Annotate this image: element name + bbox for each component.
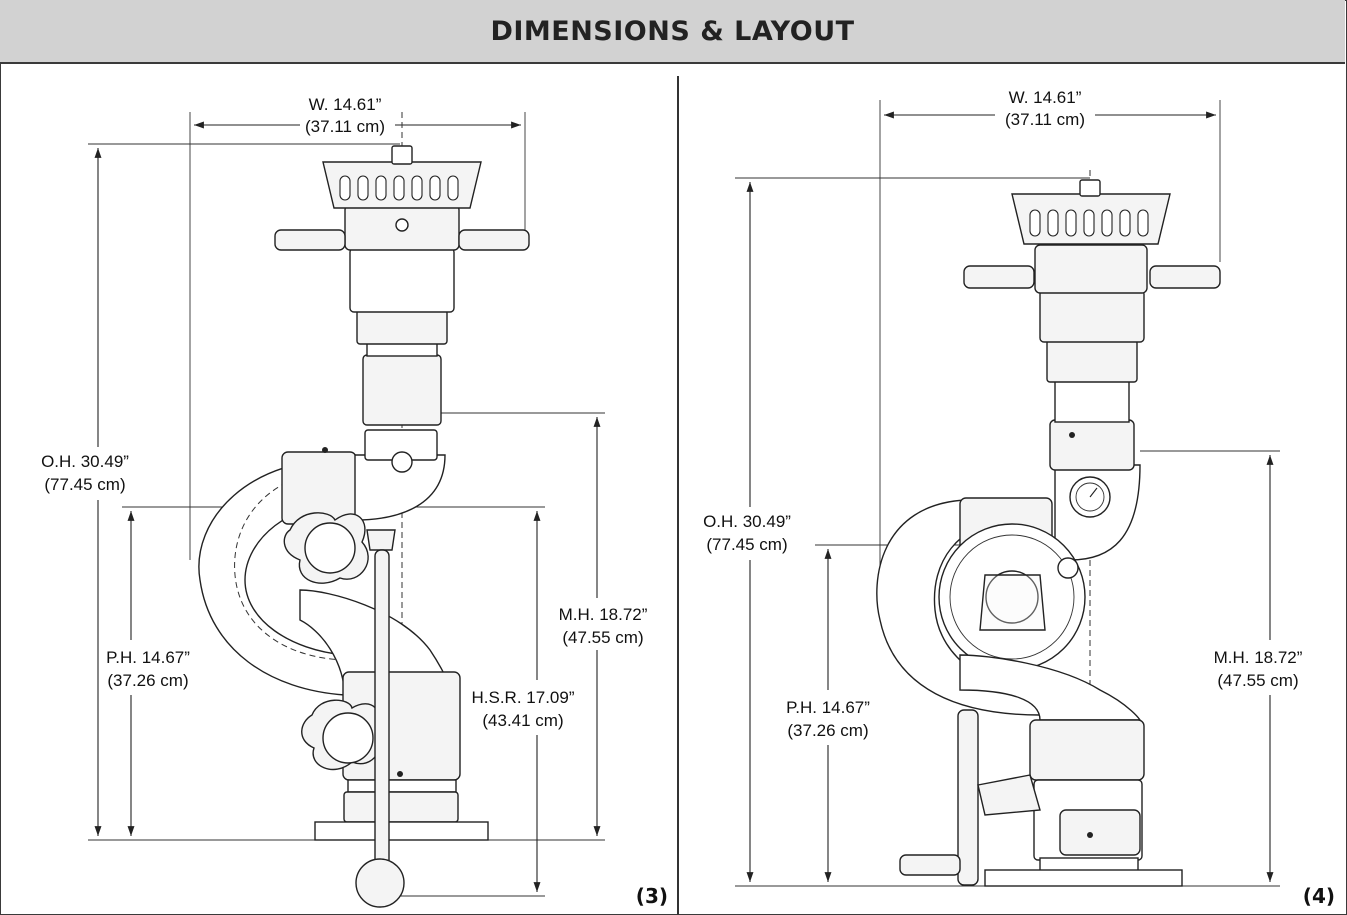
fig4-width-label: W. 14.61”	[1009, 88, 1082, 107]
figure-4-drawing	[735, 100, 1280, 887]
fig4-overall-height-metric: (77.45 cm)	[706, 535, 787, 554]
figure-3-label: (3)	[636, 884, 668, 908]
fig3-mount-height-label: M.H. 18.72”	[559, 605, 648, 624]
fig3-pivot-height-label: P.H. 14.67”	[106, 648, 190, 667]
fig3-width-label: W. 14.61”	[309, 95, 382, 114]
section-header: DIMENSIONS & LAYOUT	[0, 0, 1345, 64]
fig3-width-metric: (37.11 cm)	[305, 117, 385, 136]
fig3-mount-height-metric: (47.55 cm)	[562, 628, 643, 647]
fig4-pivot-height-metric: (37.26 cm)	[787, 721, 868, 740]
fig3-overall-height-label: O.H. 30.49”	[41, 452, 129, 471]
section-title: DIMENSIONS & LAYOUT	[490, 15, 855, 47]
figure-4-label: (4)	[1303, 884, 1335, 908]
fig3-overall-height-metric: (77.45 cm)	[44, 475, 125, 494]
fig3-hsr-label: H.S.R. 17.09”	[472, 688, 575, 707]
fig4-mount-height-metric: (47.55 cm)	[1217, 671, 1298, 690]
fig3-hsr-metric: (43.41 cm)	[482, 711, 563, 730]
fig3-pivot-height-metric: (37.26 cm)	[107, 671, 188, 690]
fig4-mount-height-label: M.H. 18.72”	[1214, 648, 1303, 667]
fig4-pivot-height-label: P.H. 14.67”	[786, 698, 870, 717]
fig4-overall-height-label: O.H. 30.49”	[703, 512, 791, 531]
fig4-width-metric: (37.11 cm)	[1005, 110, 1085, 129]
figure-3-drawing	[88, 112, 605, 908]
panel-divider	[677, 76, 679, 915]
